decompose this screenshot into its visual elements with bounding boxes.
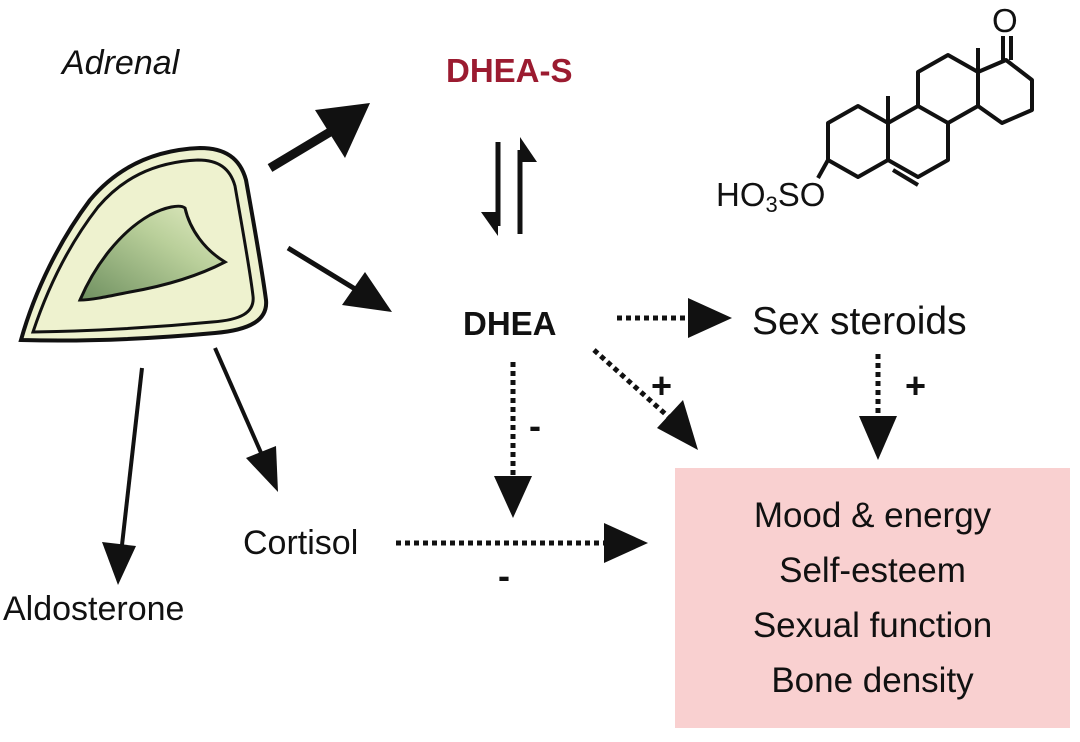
arrow-gland-to-aldosterone-shaft: [120, 367, 144, 546]
arrow-gland-to-aldosterone-head: [102, 542, 136, 585]
dhea-label: DHEA: [463, 305, 557, 342]
effect-mood-energy: Mood & energy: [753, 496, 992, 535]
solid-arrows: [102, 103, 392, 585]
arrow-sex-to-effects-head: [859, 416, 897, 460]
dheas-label: DHEA-S: [446, 52, 573, 89]
arrow-gland-to-dheas-head: [315, 103, 370, 158]
arrow-cortisol-to-effects-head: [604, 523, 648, 563]
arrow-dhea-to-effects-head: [657, 400, 698, 450]
sulfate-group-label: HO3SO: [716, 176, 826, 217]
ketone-oxygen-label: O: [992, 2, 1018, 39]
double-bond: [891, 168, 920, 187]
effects-box-background: [675, 468, 1070, 728]
plus-sign-sex-effects: +: [905, 365, 927, 406]
effect-bone-density: Bone density: [771, 661, 974, 700]
sulfate-bond: [816, 159, 830, 179]
adrenal-label: Adrenal: [62, 44, 180, 82]
arrow-gland-to-dhea-shaft: [286, 245, 362, 295]
minus-sign-cortisol-effects: -: [498, 555, 510, 596]
ring-a: [826, 104, 890, 179]
aldosterone-label: Aldosterone: [3, 590, 185, 628]
arrow-gland-to-dhea-head: [342, 272, 392, 312]
ring-d: [976, 58, 1034, 125]
sex-steroids-label: Sex steroids: [752, 300, 967, 343]
cortisol-label: Cortisol: [243, 524, 359, 562]
dotted-arrows: [396, 298, 897, 563]
arrow-gland-to-cortisol-shaft: [213, 347, 264, 456]
equilibrium-arrows: [481, 137, 537, 236]
adrenal-gland-illustration: [18, 145, 269, 343]
arrow-dhea-to-sex-head: [688, 298, 732, 338]
effects-box: Mood & energy Self-esteem Sexual functio…: [675, 468, 1070, 728]
plus-sign-dhea-effects: +: [651, 365, 673, 406]
minus-sign-dhea-down: -: [529, 405, 541, 446]
dheas-structure: [816, 36, 1034, 187]
effect-sexual-function: Sexual function: [752, 606, 993, 645]
arrow-gland-to-dheas-shaft: [267, 128, 333, 172]
adrenal-gland-medulla: [77, 204, 229, 302]
ring-b: [887, 104, 950, 179]
equilibrium-down-head: [481, 212, 498, 236]
adrenal-gland-outline-inner: [30, 158, 255, 334]
effect-self-esteem: Self-esteem: [779, 551, 966, 590]
ring-c: [916, 53, 980, 125]
arrow-dhea-down-head: [494, 476, 532, 518]
equilibrium-up-head: [520, 137, 537, 162]
arrow-gland-to-cortisol-head: [246, 446, 278, 492]
